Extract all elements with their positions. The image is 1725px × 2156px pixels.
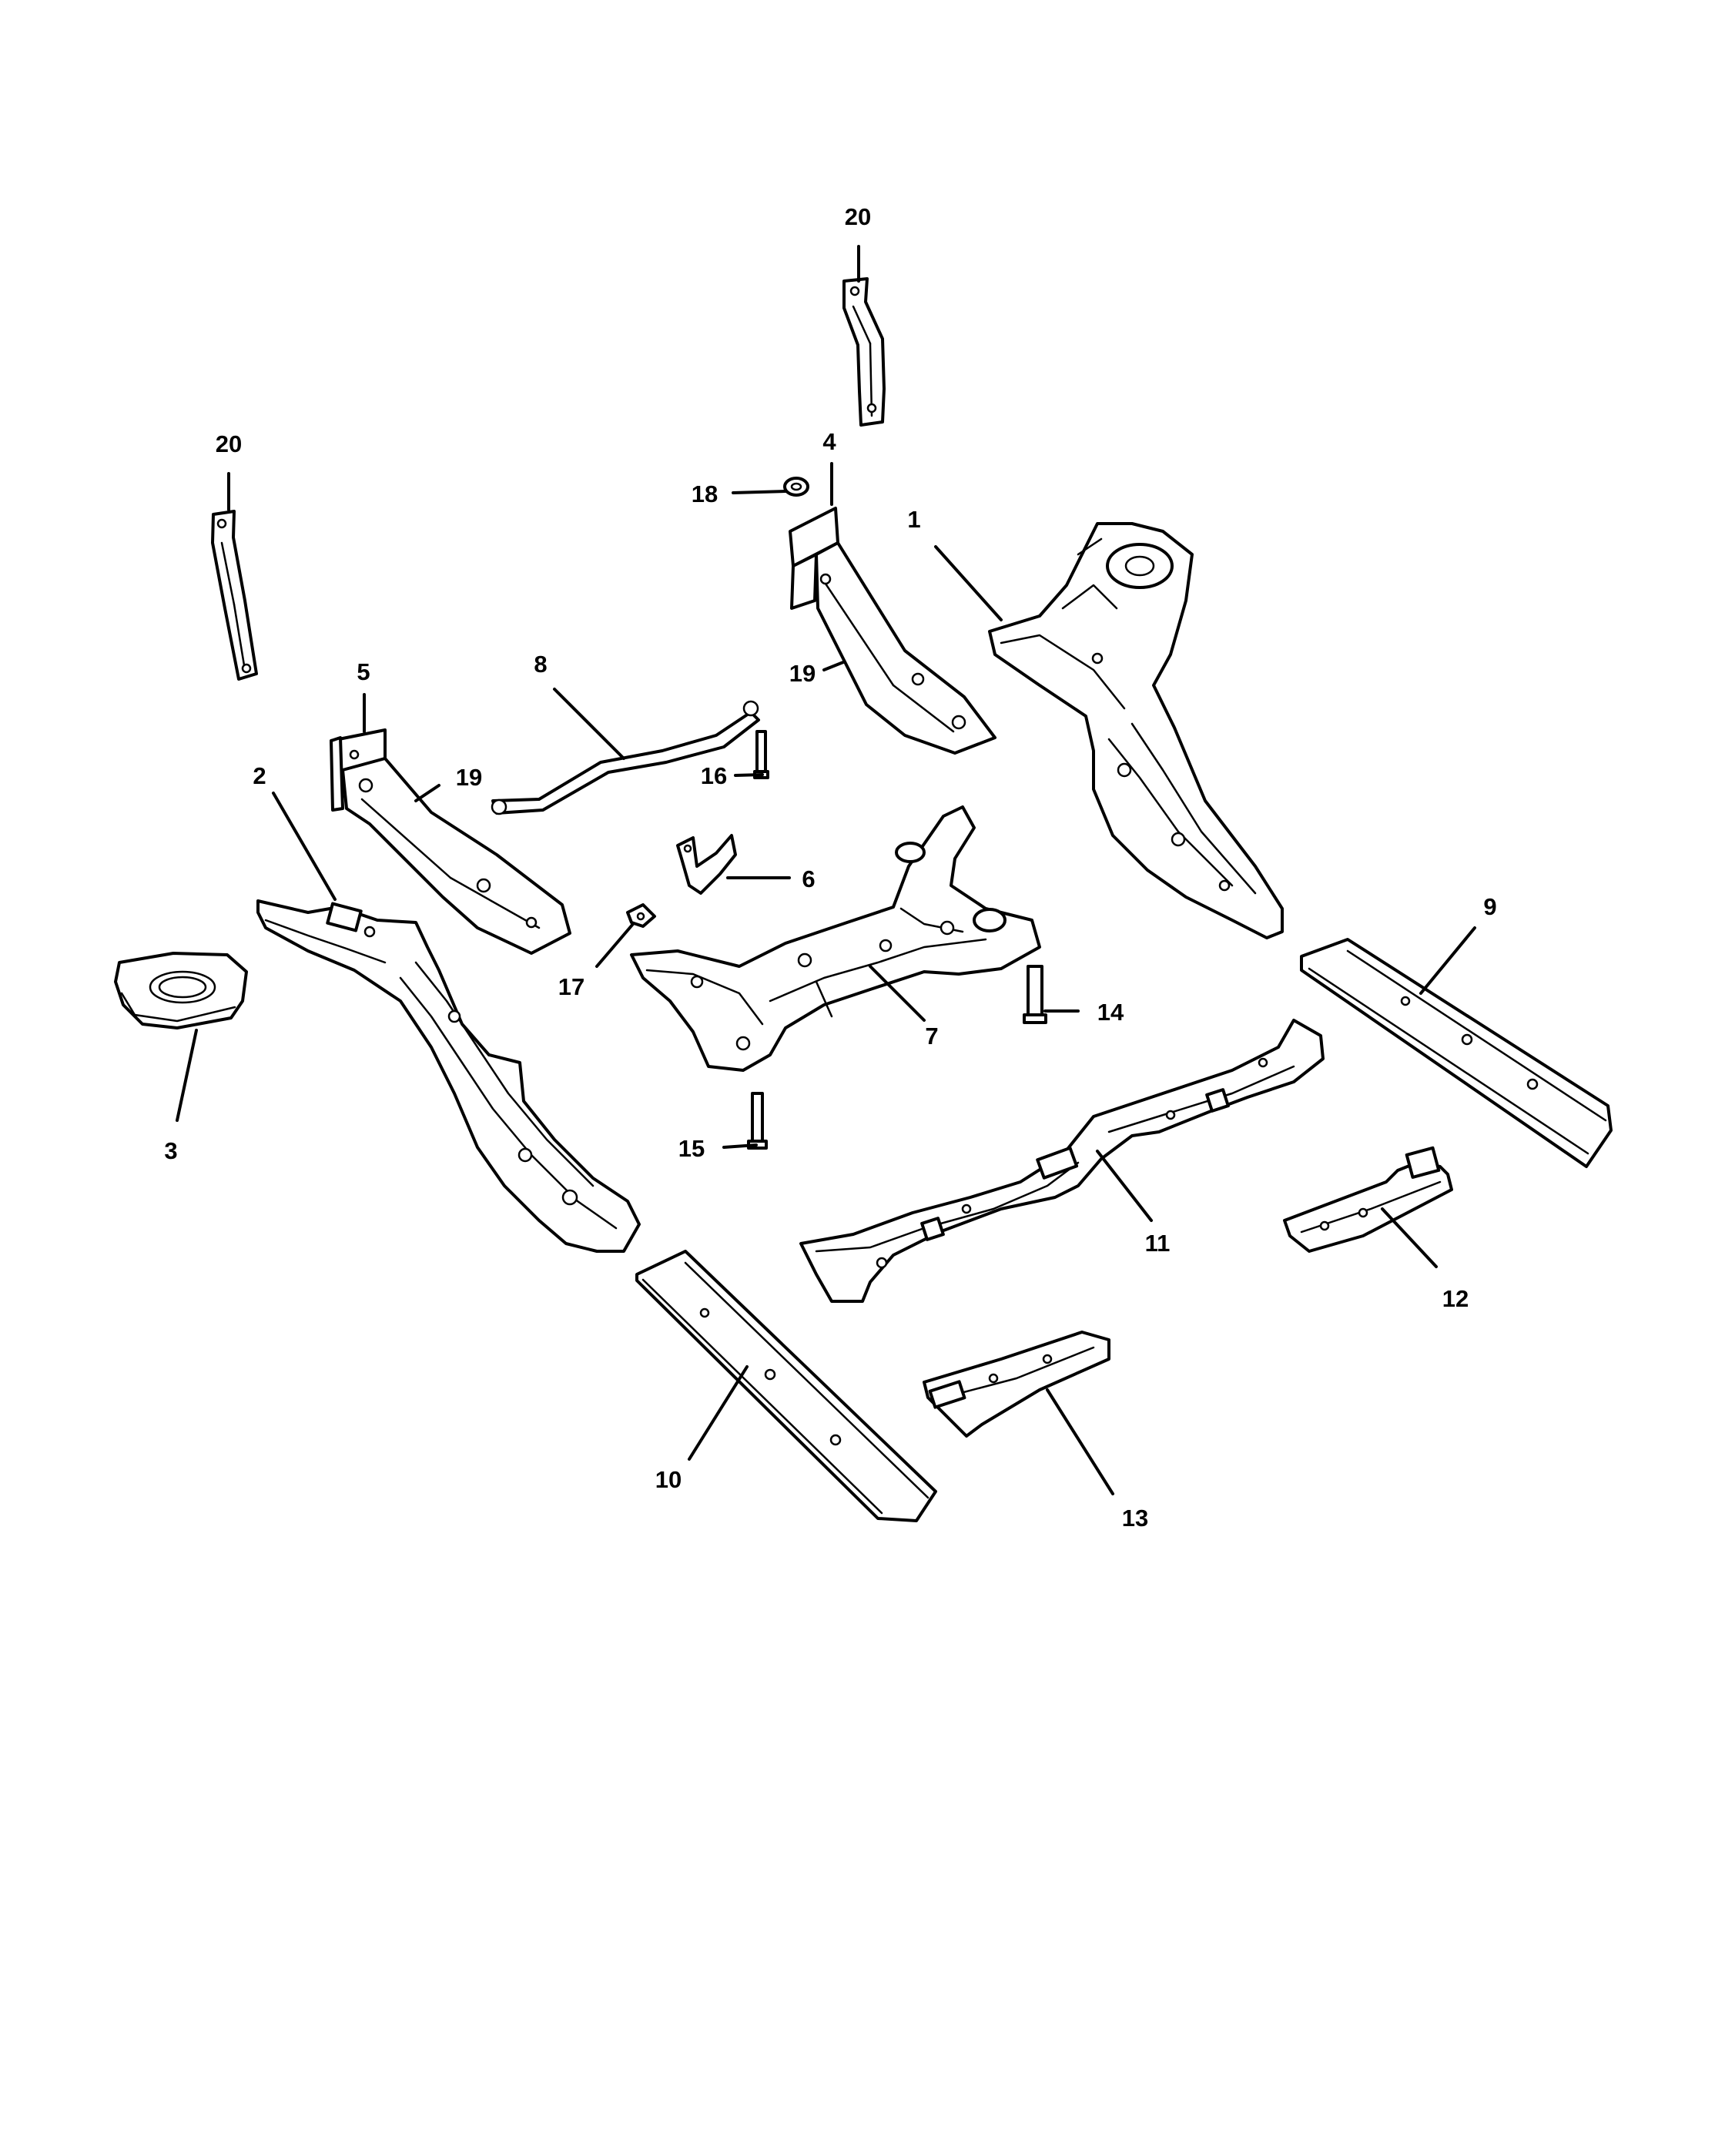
callout-14: 14 — [1097, 999, 1124, 1026]
callout-1: 1 — [907, 506, 920, 533]
part-2-front-rail-left — [256, 899, 641, 1253]
callout-8: 8 — [534, 651, 547, 678]
leader-8 — [553, 688, 625, 760]
part-14-bolt — [1023, 965, 1047, 1024]
callout-12: 12 — [1442, 1285, 1469, 1312]
leader-11 — [1096, 1150, 1153, 1222]
leader-18 — [732, 490, 787, 494]
callout-15: 15 — [678, 1135, 705, 1162]
callouts: 1 2 3 4 5 6 7 8 9 10 11 12 13 14 15 16 1… — [164, 203, 1496, 1532]
callout-10: 10 — [655, 1466, 682, 1493]
part-20-bracket-left — [211, 510, 258, 681]
part-6-bracket — [676, 834, 737, 895]
callout-7: 7 — [925, 1023, 938, 1050]
part-19-rail-right — [815, 541, 996, 755]
callout-17: 17 — [558, 973, 584, 1000]
part-15-bolt — [747, 1092, 768, 1150]
callout-18: 18 — [692, 480, 718, 507]
part-11-floor-crossmember — [799, 1019, 1325, 1303]
leader-19a — [822, 661, 845, 671]
part-10-sill-rail — [635, 1250, 937, 1522]
leader-15 — [722, 1143, 758, 1149]
callout-6: 6 — [802, 865, 815, 892]
leader-13 — [1046, 1388, 1114, 1495]
part-3-tower-cap — [114, 952, 248, 1029]
leader-10 — [688, 1365, 749, 1461]
part-12-seat-bracket — [1283, 1146, 1453, 1253]
part-17-clip — [626, 903, 656, 928]
leader-3 — [176, 1029, 198, 1122]
callout-19b: 19 — [456, 764, 482, 791]
part-5-bracket — [330, 728, 387, 812]
leader-17 — [595, 922, 635, 968]
callout-20b: 20 — [216, 430, 242, 457]
part-1-front-rail-right — [988, 522, 1284, 939]
leader-2 — [272, 792, 337, 901]
part-13-seat-bracket — [923, 1331, 1110, 1438]
callout-5: 5 — [357, 658, 370, 685]
callout-4: 4 — [822, 428, 836, 455]
callout-20a: 20 — [845, 203, 871, 230]
callout-13: 13 — [1122, 1505, 1148, 1532]
leader-19b — [414, 784, 440, 802]
callout-16: 16 — [701, 762, 727, 789]
part-20-bracket-right — [842, 277, 886, 427]
part-18-grommet — [783, 477, 809, 497]
callout-2: 2 — [253, 762, 266, 789]
callout-11: 11 — [1145, 1230, 1171, 1257]
callout-9: 9 — [1483, 893, 1496, 920]
part-8-link-bar — [491, 700, 760, 815]
leader-12 — [1381, 1207, 1438, 1268]
leader-9 — [1419, 926, 1476, 995]
part-19-rail-left — [341, 757, 571, 955]
leader-lines — [176, 245, 1476, 1495]
leader-7 — [869, 965, 926, 1022]
leader-1 — [934, 545, 1003, 621]
callout-19a: 19 — [789, 660, 816, 687]
part-7-crossmember — [630, 805, 1041, 1072]
part-16-bolt — [753, 730, 769, 779]
callout-3: 3 — [164, 1137, 177, 1164]
part-9-sill-rail — [1300, 938, 1613, 1168]
